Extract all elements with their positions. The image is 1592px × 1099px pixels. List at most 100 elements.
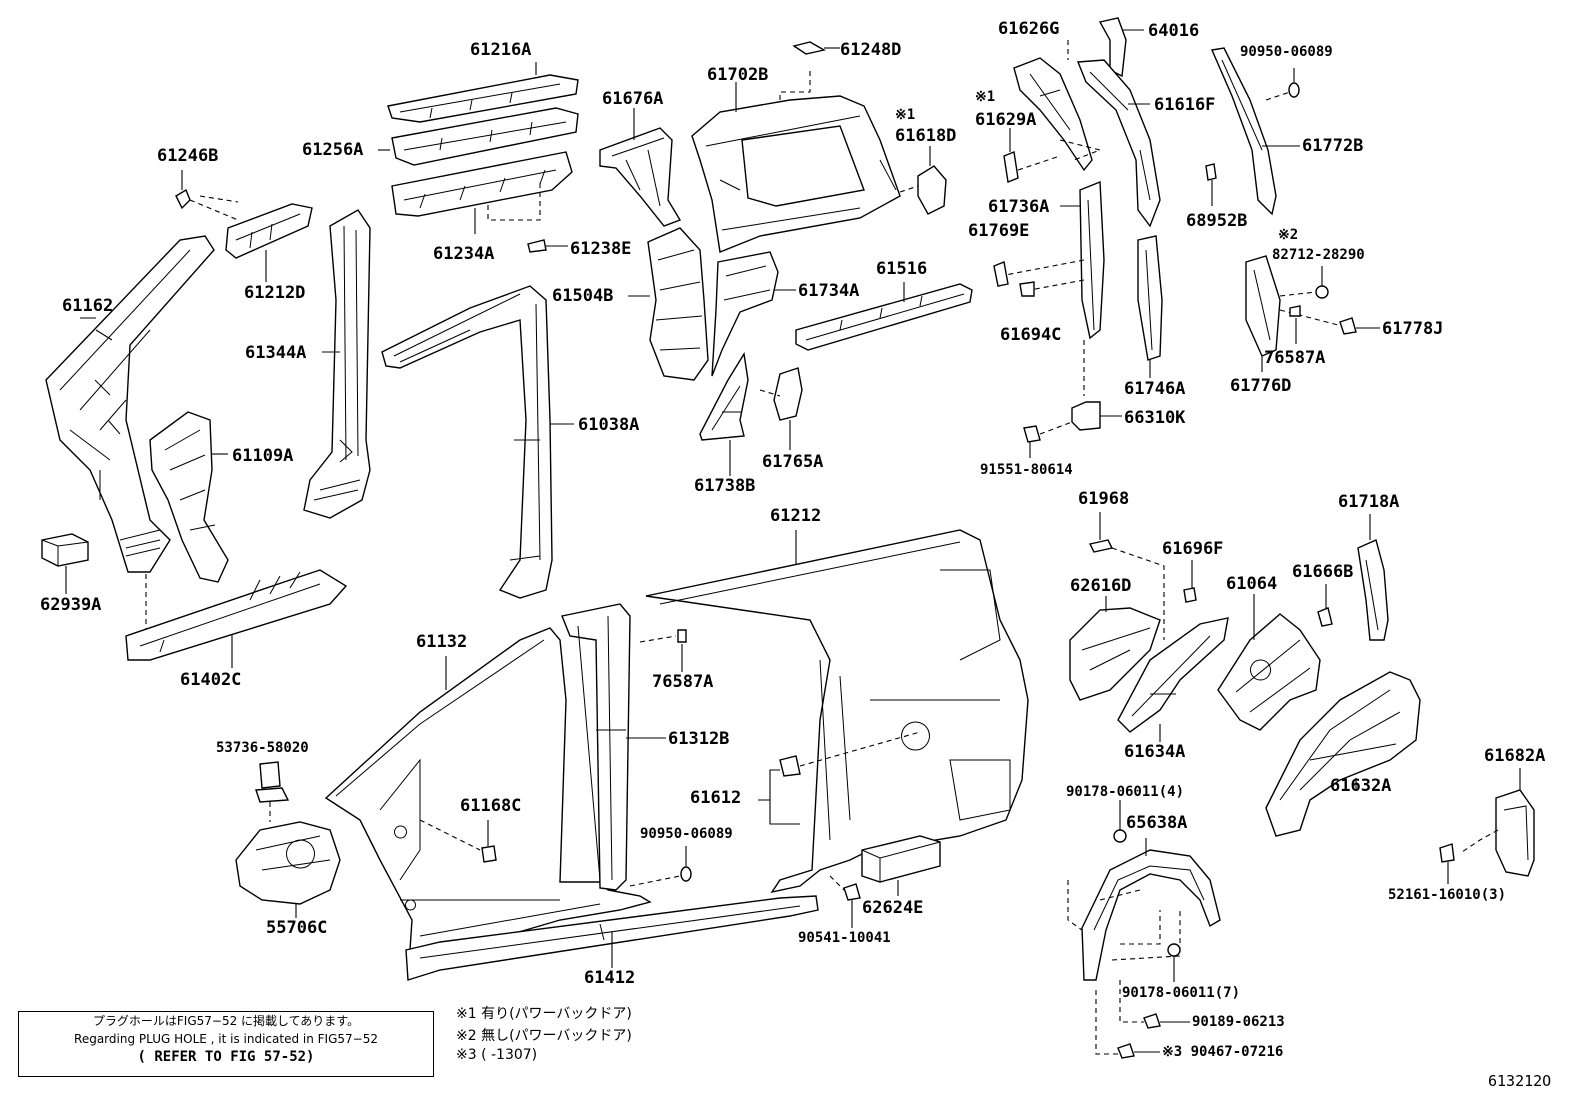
label-61246B[interactable]: 61246B: [157, 146, 219, 166]
label-61504B[interactable]: 61504B: [552, 286, 614, 306]
part-61064-shape: [1217, 613, 1321, 731]
label-64016[interactable]: 64016: [1148, 21, 1200, 41]
label-61765A[interactable]: 61765A: [762, 452, 824, 472]
label-61248D[interactable]: 61248D: [840, 40, 902, 60]
label-91551-80614[interactable]: 91551-80614: [980, 462, 1073, 478]
part-61344A-shape: [303, 209, 371, 519]
part-61736A-shape: [1079, 180, 1105, 340]
footnote-2: ※2 無し(パワーバックドア): [456, 1028, 632, 1044]
part-61216A-shape: [387, 74, 579, 123]
part-61626G-shape: [1013, 57, 1093, 172]
label-61634A[interactable]: 61634A: [1124, 742, 1186, 762]
part-61772B-shape: [1211, 47, 1277, 216]
label-61734A[interactable]: 61734A: [798, 281, 860, 301]
label-61132[interactable]: 61132: [416, 632, 468, 652]
label-82712-28290[interactable]: 82712-28290: [1272, 247, 1365, 263]
part-65638A-shape: [1081, 849, 1221, 981]
label-61612[interactable]: 61612: [690, 788, 742, 808]
label-65638A[interactable]: 65638A: [1126, 813, 1188, 833]
part-61765A-shape: [773, 367, 803, 421]
label-61666B[interactable]: 61666B: [1292, 562, 1354, 582]
label-61168C[interactable]: 61168C: [460, 796, 522, 816]
label-62624E[interactable]: 62624E: [862, 898, 924, 918]
label-61412[interactable]: 61412: [584, 968, 636, 988]
part-61734A-shape: [711, 251, 779, 377]
label-61682A[interactable]: 61682A: [1484, 746, 1546, 766]
note-line-japanese: プラグホールはFIG57−52 に掲載してあります。: [92, 1014, 360, 1028]
part-61234A-shape: [391, 151, 573, 217]
part-62939A-shape: [41, 533, 89, 567]
part-61618D-shape: [917, 165, 947, 215]
part-61402C-shape: [125, 569, 348, 661]
label-90950-06089-center[interactable]: 90950-06089: [640, 826, 733, 842]
label-76587A-center[interactable]: 76587A: [652, 672, 714, 692]
label-90467-07216[interactable]: ※3 90467-07216: [1162, 1044, 1284, 1060]
label-61702B[interactable]: 61702B: [707, 65, 769, 85]
label-61738B[interactable]: 61738B: [694, 476, 756, 496]
part-55706C-shape: [235, 821, 341, 905]
label-90189-06213[interactable]: 90189-06213: [1192, 1014, 1285, 1030]
part-61676A-shape: [599, 127, 682, 227]
part-61738B-shape: [699, 352, 749, 441]
part-61746A-shape: [1137, 235, 1163, 361]
label-61618D[interactable]: 61618D: [895, 126, 957, 146]
part-61132-shape: [324, 627, 652, 959]
part-61504B-shape: [647, 227, 709, 381]
label-61516[interactable]: 61516: [876, 259, 928, 279]
label-66310K[interactable]: 66310K: [1124, 408, 1186, 428]
part-61776D-shape: [1245, 255, 1281, 357]
label-61212[interactable]: 61212: [770, 506, 822, 526]
label-61216A[interactable]: 61216A: [470, 40, 532, 60]
label-61776D[interactable]: 61776D: [1230, 376, 1292, 396]
label-61038A[interactable]: 61038A: [578, 415, 640, 435]
label-61616F[interactable]: 61616F: [1154, 95, 1216, 115]
label-61696F[interactable]: 61696F: [1162, 539, 1224, 559]
note-refer-link[interactable]: ( REFER TO FIG 57-52): [137, 1049, 315, 1065]
label-61769E[interactable]: 61769E: [968, 221, 1030, 241]
mark-1-61629A: ※1: [975, 89, 996, 105]
label-61629A[interactable]: 61629A: [975, 110, 1037, 130]
part-62616D-shape: [1069, 607, 1161, 701]
label-68952B[interactable]: 68952B: [1186, 211, 1248, 231]
part-61634A-shape: [1117, 617, 1229, 733]
label-61736A[interactable]: 61736A: [988, 197, 1050, 217]
label-61064[interactable]: 61064: [1226, 574, 1278, 594]
label-76587A-right[interactable]: 76587A: [1264, 348, 1326, 368]
label-61234A[interactable]: 61234A: [433, 244, 495, 264]
label-90950-06089-top[interactable]: 90950-06089: [1240, 44, 1333, 60]
label-90178-06011-4[interactable]: 90178-06011(4): [1066, 784, 1185, 800]
label-90541-10041[interactable]: 90541-10041: [798, 930, 891, 946]
part-61312B-shape: [561, 603, 631, 891]
label-61344A[interactable]: 61344A: [245, 343, 307, 363]
label-61238E[interactable]: 61238E: [570, 239, 632, 259]
label-61746A[interactable]: 61746A: [1124, 379, 1186, 399]
label-61718A[interactable]: 61718A: [1338, 492, 1400, 512]
label-53736-58020[interactable]: 53736-58020: [216, 740, 309, 756]
label-61968[interactable]: 61968: [1078, 489, 1130, 509]
label-62616D[interactable]: 62616D: [1070, 576, 1132, 596]
label-61212D[interactable]: 61212D: [244, 283, 306, 303]
label-61676A[interactable]: 61676A: [602, 89, 664, 109]
label-55706C[interactable]: 55706C: [266, 918, 328, 938]
footnote-1: ※1 有り(パワーバックドア): [456, 1006, 632, 1022]
part-61038A-shape: [381, 285, 553, 599]
label-62939A[interactable]: 62939A: [40, 595, 102, 615]
label-61312B[interactable]: 61312B: [668, 729, 730, 749]
label-52161-16010-3[interactable]: 52161-16010(3): [1388, 887, 1507, 903]
part-61682A-shape: [1495, 789, 1535, 877]
label-61626G[interactable]: 61626G: [998, 19, 1060, 39]
part-61109A-shape: [149, 411, 229, 583]
label-61772B[interactable]: 61772B: [1302, 136, 1364, 156]
plug-hole-note: プラグホールはFIG57−52 に掲載してあります。 Regarding PLU…: [18, 1011, 434, 1077]
label-61109A[interactable]: 61109A: [232, 446, 294, 466]
part-66310K-shape: [1071, 401, 1101, 431]
label-61256A[interactable]: 61256A: [302, 140, 364, 160]
label-61402C[interactable]: 61402C: [180, 670, 242, 690]
label-61778J[interactable]: 61778J: [1382, 319, 1444, 339]
label-61632A[interactable]: 61632A: [1330, 776, 1392, 796]
label-61162[interactable]: 61162: [62, 296, 114, 316]
footnote-3: ※3 ( -1307): [456, 1047, 538, 1063]
label-90178-06011-7[interactable]: 90178-06011(7): [1122, 985, 1241, 1001]
label-61694C[interactable]: 61694C: [1000, 325, 1062, 345]
mark-1-61618D: ※1: [895, 107, 916, 123]
